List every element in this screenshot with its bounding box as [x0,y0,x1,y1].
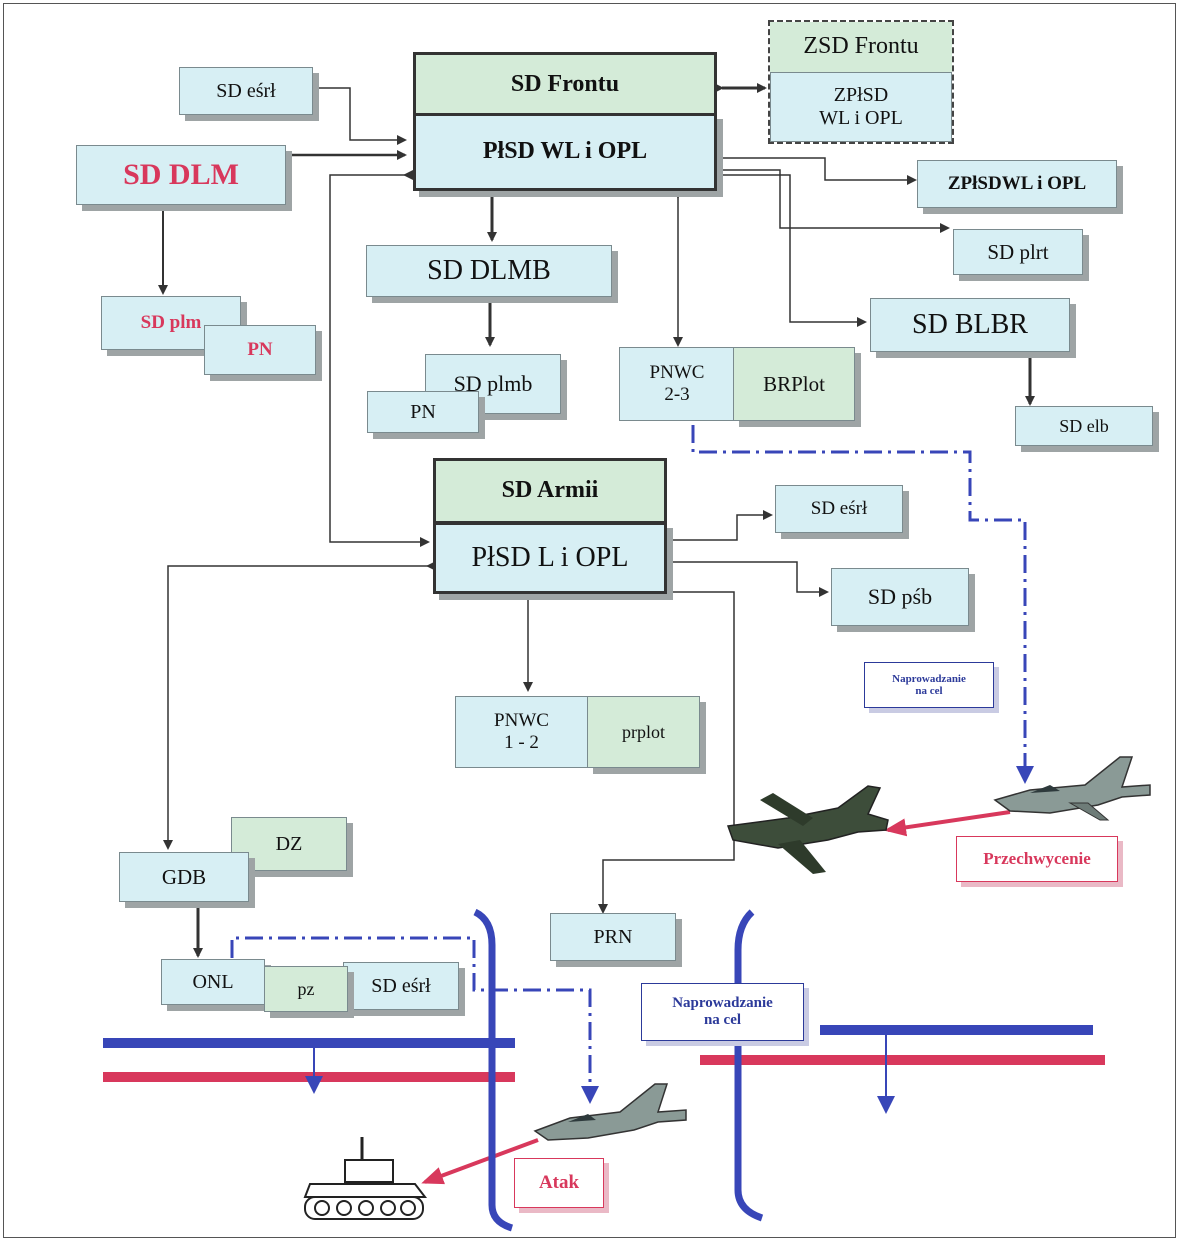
link-plsd-wl-to-plsd-l [329,170,430,547]
dz-label: DZ [275,832,303,855]
intercept-arrow [884,810,1011,837]
sd-blbr-label: SD BLBR [912,308,1028,340]
fighter-jet-icon [993,756,1151,821]
link-prn [598,587,735,914]
prn-box: PRN [550,913,676,961]
pnwc-23-box: PNWC 2-3 [619,347,735,421]
zsd-frontu-header: ZSD Frontu [770,22,952,72]
gdb-box: GDB [119,852,249,902]
plsd-l-opl-box: PłSD L i OPL [433,522,667,594]
sd-plrt-box: SD plrt [953,229,1083,275]
pn-mid-label: PN [410,400,436,423]
sd-esrl-bottom-box: SD eśrł [343,962,459,1010]
plsd-wl-opl-label: PłSD WL i OPL [482,138,648,165]
sd-blbr-box: SD BLBR [870,298,1070,352]
link-blbr [712,170,867,327]
front-lines [103,908,1105,1232]
diagram-frame [3,3,1176,1238]
link-zplsdwl [712,153,917,185]
sd-armii-label: SD Armii [501,477,599,504]
link-gdb [163,561,436,850]
prplot-label: prplot [622,721,665,742]
sd-esrl-bottom-label: SD eśrł [371,974,431,997]
attack-label: Atak [538,1172,580,1193]
gdb-label: GDB [161,864,207,889]
pnwc-12-label-1: PNWC [494,710,549,732]
sd-elb-box: SD elb [1015,406,1153,446]
sd-elb-label: SD elb [1059,415,1109,436]
fighter-jet-icon [533,1083,687,1141]
prplot-box: prplot [587,696,700,768]
guidance-upper-label-1: Naprowadzanie [892,673,966,685]
sd-esrl-right-label: SD eśrł [810,498,868,520]
intercept-label: Przechwycenie [983,849,1091,868]
sd-armii-box: SD Armii [433,458,667,524]
attack-aircraft-icon [726,785,889,874]
sd-frontu-box: SD Frontu [413,52,717,118]
guidance-lower-label-1: Naprowadzanie [672,995,773,1011]
link-esrl-top [310,83,407,145]
zplsd-box: ZPłSD WL i OPL [770,72,952,142]
guidance-lower-label-2: na cel [703,1012,742,1028]
guidance-callout-upper: Naprowadzanie na cel [864,662,994,708]
pn-left-box: PN [204,325,316,375]
tank-icon [303,1137,428,1220]
sd-psb-box: SD pśb [831,568,969,626]
sd-psb-label: SD pśb [867,584,933,610]
pnwc-12-box: PNWC 1 - 2 [455,696,588,768]
sd-esrl-right-box: SD eśrł [775,485,903,533]
sd-esrl-top-label: SD eśrł [216,79,276,102]
pz-box: pz [264,966,348,1012]
attack-callout: Atak [514,1158,604,1208]
pnwc-23-label-2: 2-3 [664,384,690,405]
sd-esrl-top-box: SD eśrł [179,67,313,115]
pn-left-label: PN [247,339,273,361]
pnwc-12-label-2: 1 - 2 [504,732,539,753]
attack-arrow [421,1138,539,1185]
sd-dlmb-box: SD DLMB [366,245,612,297]
pnwc-23-label-1: PNWC [649,362,705,384]
sd-dlmb-label: SD DLMB [427,254,551,286]
pz-label: pz [297,978,315,999]
sd-dlm-box: SD DLM [76,145,286,205]
intercept-callout: Przechwycenie [956,836,1118,882]
zplsdwl-opl-box: ZPłSDWL i OPL [917,160,1117,208]
brplot-box: BRPlot [733,347,855,421]
pn-mid-box: PN [367,391,479,433]
sd-frontu-label: SD Frontu [510,71,620,98]
onl-box: ONL [161,959,265,1005]
onl-label: ONL [192,970,234,993]
zplsd-label-2: WL i OPL [819,107,903,129]
prn-label: PRN [593,925,633,948]
brplot-label: BRPlot [763,371,825,396]
dz-box: DZ [231,817,347,871]
guidance-upper-label-2: na cel [915,685,943,697]
guidance-line-lower [230,936,599,1104]
guidance-callout-lower: Naprowadzanie na cel [641,983,804,1041]
guidance-line-upper [691,425,1034,784]
sd-plrt-label: SD plrt [987,239,1049,264]
sd-dlm-label: SD DLM [123,157,239,191]
zplsd-label-1: ZPłSD [833,84,889,106]
sd-plm-label: SD plm [140,312,202,334]
zsd-frontu-box [768,20,954,144]
plsd-l-opl-label: PłSD L i OPL [471,541,629,573]
zsd-frontu-label: ZSD Frontu [803,33,919,60]
link-esrl-right [660,510,773,545]
link-psb [660,557,829,597]
plsd-wl-opl-box: PłSD WL i OPL [413,113,717,191]
zplsdwl-opl-label: ZPłSDWL i OPL [947,173,1087,195]
link-plrt [720,169,950,233]
